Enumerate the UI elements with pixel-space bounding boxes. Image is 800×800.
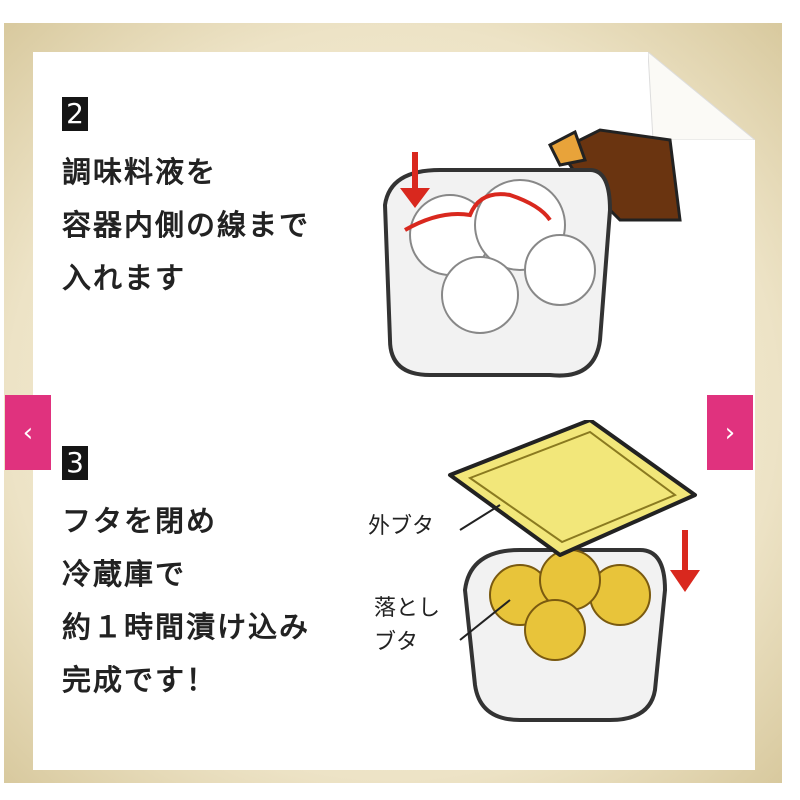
container-pour-illustration <box>382 128 682 378</box>
outer-lid-label: 外ブタ <box>368 514 435 539</box>
step-3-number: 3 <box>62 446 88 480</box>
folded-corner <box>648 52 755 140</box>
container-lid-illustration <box>448 420 700 722</box>
down-arrow-icon <box>670 530 700 592</box>
down-arrow-icon <box>400 152 430 208</box>
step-2-text: 調味料液を 容器内側の線まで 入れます <box>62 155 311 295</box>
step-2-number: 2 <box>62 97 88 131</box>
next-button[interactable]: › <box>707 395 753 470</box>
drop-lid-label: 落とし ブタ <box>374 596 441 655</box>
step-3-text: フタを閉め 冷蔵庫で 約１時間漬け込み 完成です！ <box>62 504 311 697</box>
prev-button[interactable]: ‹ <box>5 395 51 470</box>
